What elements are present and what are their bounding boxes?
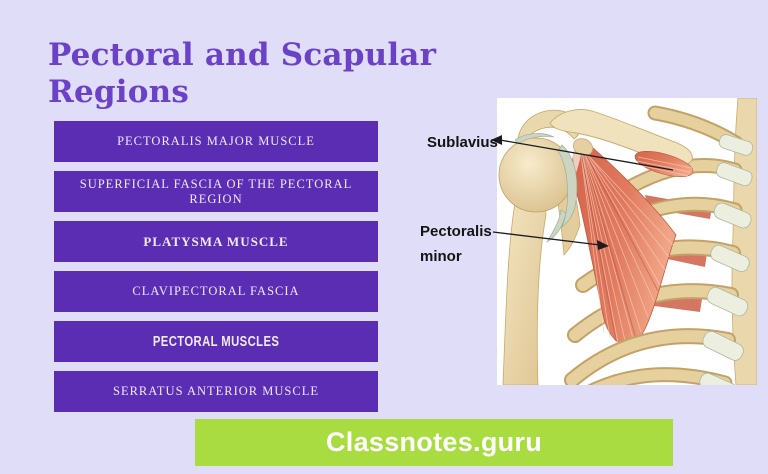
humerus-bone [498,137,574,385]
topic-label: SUPERFICIAL FASCIA OF THE PECTORAL REGIO… [79,176,353,206]
topic-label: SERRATUS ANTERIOR MUSCLE [113,384,319,398]
anatomy-illustration [491,98,757,385]
pectoralis-label-line2: minor [420,248,462,265]
topic-button-pectoralis-major[interactable]: PECTORALIS MAJOR MUSCLE [54,121,378,162]
pointer-line-sublavius [491,135,674,171]
topic-label: PECTORAL MUSCLES [152,333,280,350]
topic-label: PLATYSMA MUSCLE [143,233,289,249]
pointer-line-pectoralis-minor [492,231,609,250]
glenoid-cartilage [514,133,578,243]
footer-brand-text: Classnotes.guru [325,427,543,457]
topic-button-superficial-fascia[interactable]: SUPERFICIAL FASCIA OF THE PECTORAL REGIO… [54,171,378,212]
topic-button-platysma[interactable]: PLATYSMA MUSCLE [54,221,378,262]
lower-costal-cartilage [699,330,744,385]
pectoralis-label-line1: Pectoralis [420,223,492,240]
costal-cartilage [706,134,754,317]
topic-button-serratus-anterior[interactable]: SERRATUS ANTERIOR MUSCLE [54,371,378,412]
pectoralis-minor-muscle [572,140,677,348]
sublavius-label: Sublavius [427,134,498,151]
topic-label: PECTORALIS MAJOR MUSCLE [117,134,315,148]
clavicle-bone [549,109,693,166]
topic-label: CLAVIPECTORAL FASCIA [132,284,300,298]
topic-button-pectoral-muscles[interactable]: PECTORAL MUSCLES [54,321,378,362]
topic-button-clavipectoral-fascia[interactable]: CLAVIPECTORAL FASCIA [54,271,378,312]
subclavius-muscle [634,151,694,177]
page-title: Pectoral and Scapular Regions [48,36,437,110]
pectoralis-minor-label: Pectoralis minor [420,219,492,269]
footer-brand-bar: Classnotes.guru [195,419,673,466]
